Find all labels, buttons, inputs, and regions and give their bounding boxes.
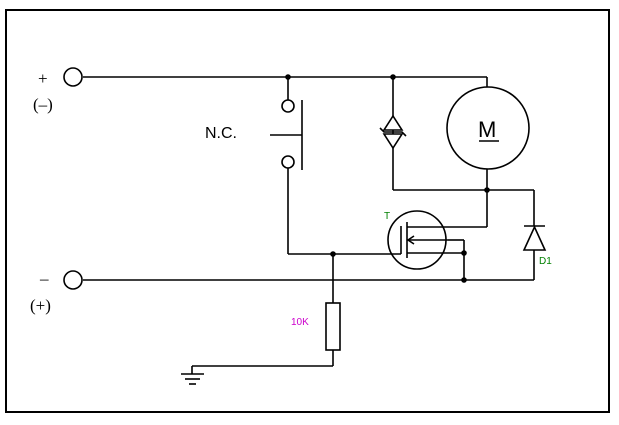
diode-icon	[522, 190, 547, 280]
label-nc: N.C.	[205, 125, 237, 142]
terminal-top-icon	[63, 67, 83, 87]
ground-icon	[181, 366, 204, 385]
motor-label: M	[478, 117, 496, 142]
motor-icon	[446, 77, 530, 190]
mosfet-icon	[288, 190, 488, 280]
junction-dot	[461, 250, 467, 256]
label-minus-bottom: –	[39, 269, 49, 288]
label-transistor: T	[384, 211, 390, 222]
resistor-icon	[192, 254, 341, 367]
label-plus-top: +	[38, 69, 48, 88]
label-resistor: 10K	[291, 317, 309, 328]
diagram-frame	[5, 9, 610, 413]
label-diode: D1	[539, 256, 552, 267]
label-plus-paren-bottom: (+)	[30, 296, 51, 315]
label-minus-paren-top: (–)	[33, 95, 53, 114]
terminal-bottom-icon	[63, 270, 83, 290]
tvs-diode-icon	[379, 77, 407, 190]
switch-icon	[270, 77, 303, 254]
